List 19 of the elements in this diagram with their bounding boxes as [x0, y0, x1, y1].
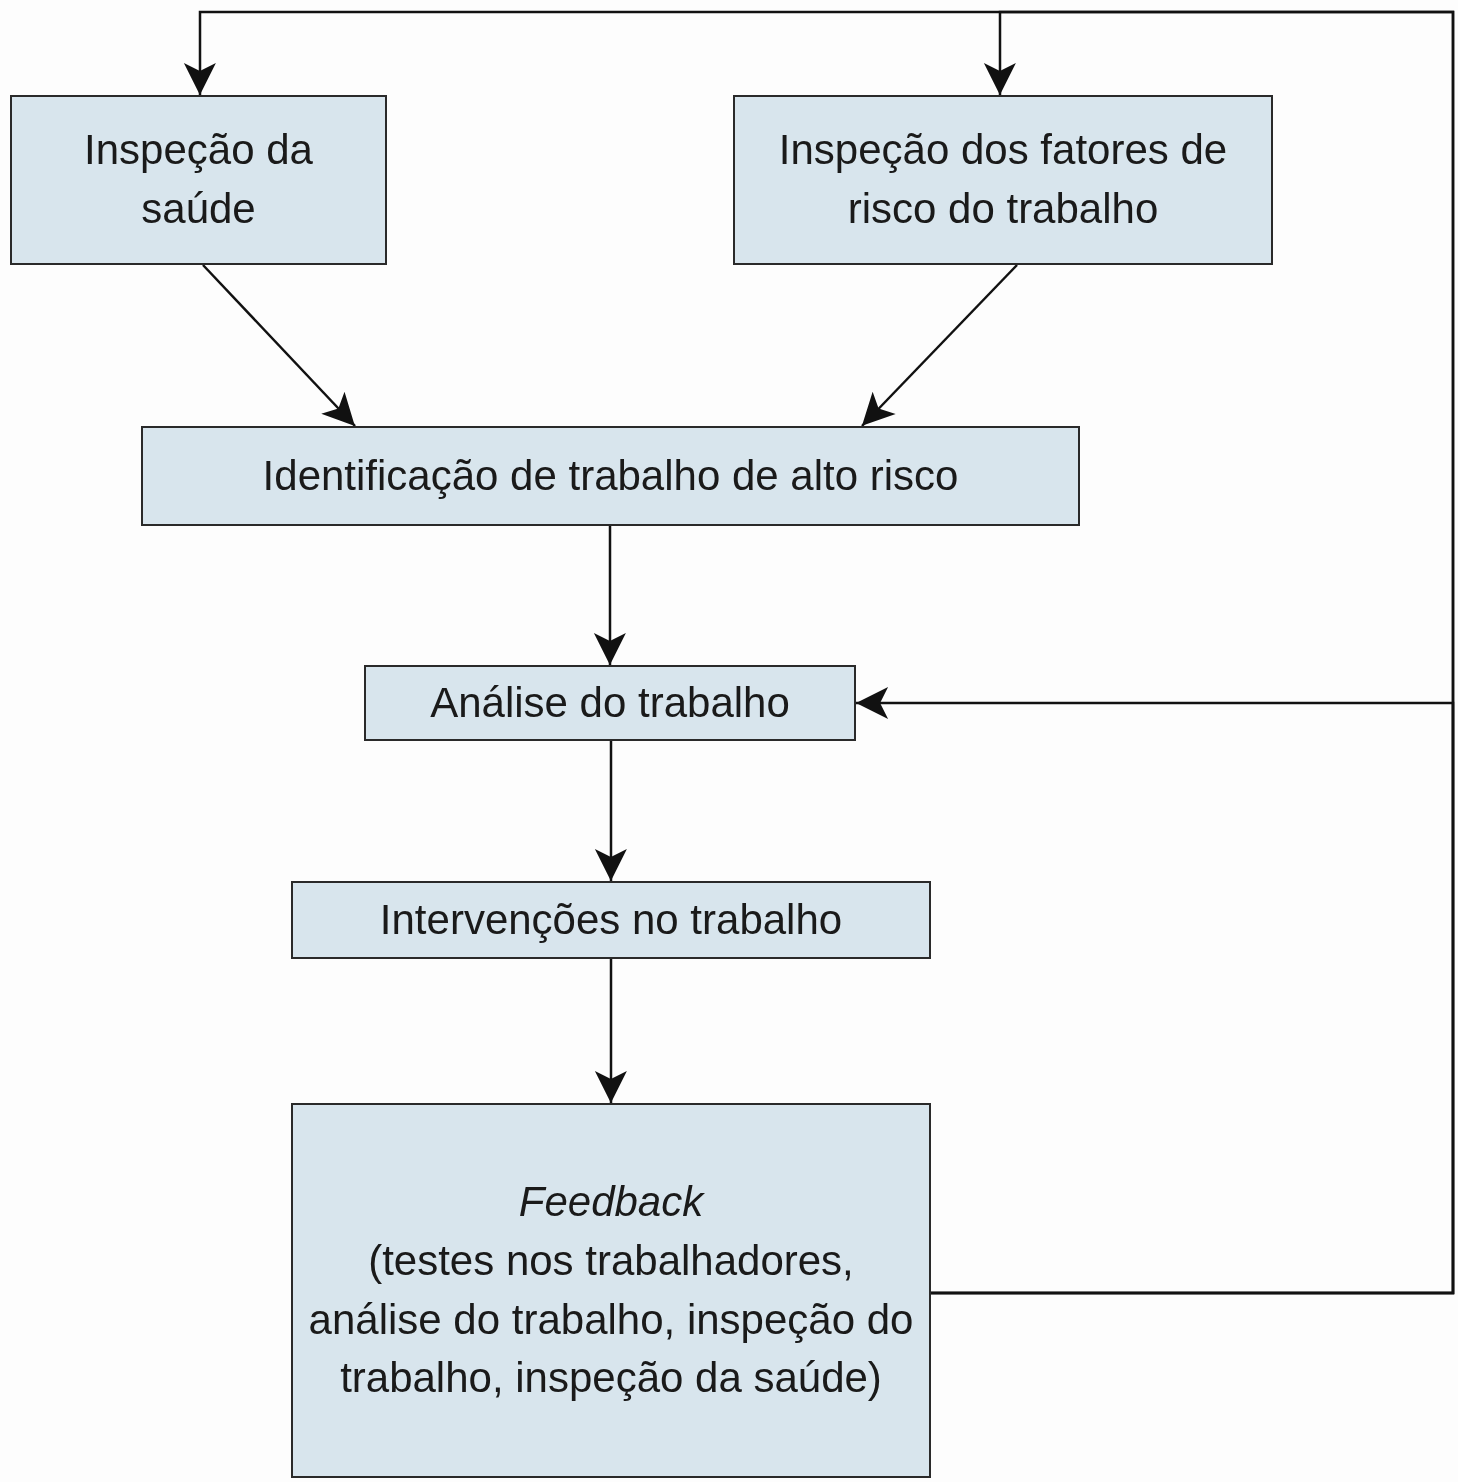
- arrow: [594, 959, 627, 1103]
- box-text: Inspeção da saúde: [83, 125, 314, 234]
- process-box: [733, 95, 1273, 265]
- process-box: [364, 665, 856, 741]
- process-box: [291, 1103, 931, 1478]
- arrow: [594, 741, 627, 881]
- box-heading: Feedback: [518, 1176, 704, 1227]
- arrow: [861, 264, 1018, 427]
- process-box: [291, 881, 931, 959]
- process-box: [10, 95, 387, 265]
- process-box: [141, 426, 1080, 526]
- box-text: Identificação de trabalho de alto risco: [262, 450, 959, 501]
- box-text: Análise do trabalho: [430, 677, 790, 728]
- arrow: [856, 686, 1455, 1295]
- arrow: [593, 526, 626, 665]
- box-text: Intervenções no trabalho: [379, 894, 843, 945]
- box-text: (testes nos trabalhadores, análise do trabalho, inspeção do trabalho, inspeção da saúde): [307, 1235, 915, 1404]
- box-text: Inspeção dos fatores de risco do trabalho: [777, 125, 1229, 234]
- arrow: [202, 264, 356, 427]
